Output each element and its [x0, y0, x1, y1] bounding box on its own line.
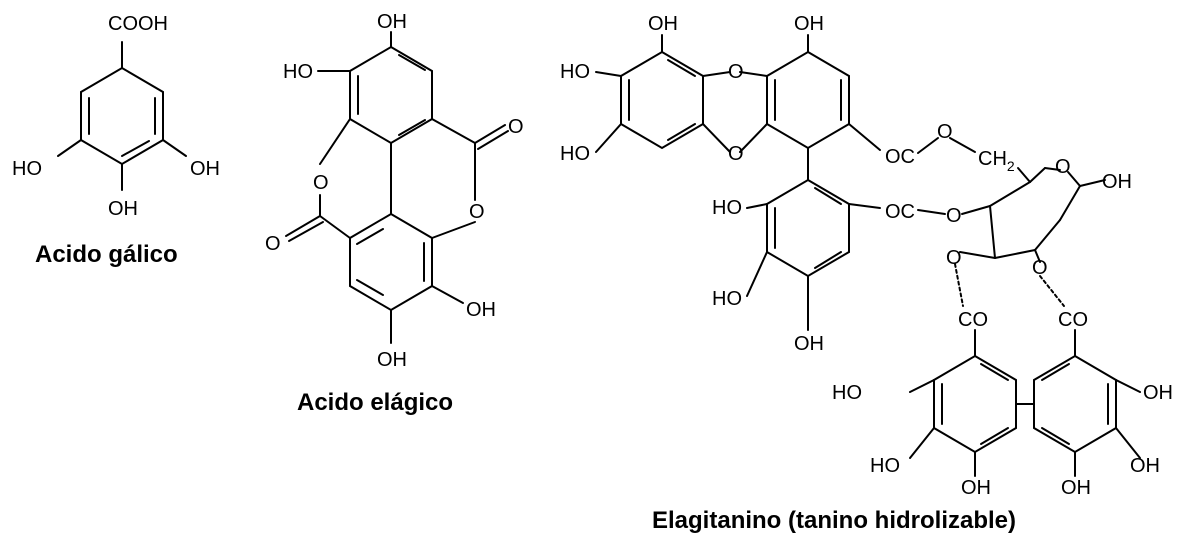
et-o-bridge-bottom-label: O	[728, 143, 744, 165]
et-ch2-label: CH2	[978, 148, 1015, 174]
et-oh-hhdp-right-label: OH	[1143, 382, 1173, 404]
et-ho-hhdp-bottom-left-label: HO	[870, 455, 900, 477]
gallic-oh-right-label: OH	[190, 158, 220, 180]
et-ch2-subscript: 2	[1007, 158, 1015, 174]
et-co-left-label: CO	[958, 309, 988, 331]
et-o-chain-label: O	[937, 121, 953, 143]
et-o-ring-label: O	[1055, 156, 1071, 178]
gallic-acid-structure: COOH HO OH OH Acido gálico	[12, 13, 220, 268]
et-oh-mid-bottom-label: OH	[794, 333, 824, 355]
et-o-sugar-left-label: O	[946, 247, 962, 269]
ellagic-ho-left-label: HO	[283, 61, 313, 83]
et-ho-left-1-label: HO	[560, 61, 590, 83]
et-co-right-label: CO	[1058, 309, 1088, 331]
ellagitannin-bonds	[595, 34, 1141, 477]
ellagic-acid-structure: OH HO O O O O OH OH Acido elágico	[265, 11, 524, 416]
ellagic-o-carbonyl-right-label: O	[508, 116, 524, 138]
ellagic-o-ring-right-label: O	[469, 201, 485, 223]
et-oh-hhdp-bottom-1-label: OH	[961, 477, 991, 499]
et-oh-hhdp-bottom-2-label: OH	[1061, 477, 1091, 499]
gallic-ho-left-label: HO	[12, 158, 42, 180]
ellagic-o-ring-left-label: O	[313, 172, 329, 194]
ellagic-acid-caption: Acido elágico	[297, 389, 453, 416]
gallic-acid-caption: Acido gálico	[35, 241, 178, 268]
et-o-sugar-mid-label: O	[946, 205, 962, 227]
gallic-acid-bonds	[57, 41, 187, 191]
et-ho-mid-2-label: HO	[712, 288, 742, 310]
et-ch2-main: CH	[978, 148, 1007, 170]
ellagic-oh-top-label: OH	[377, 11, 407, 33]
et-oh-top-right-label: OH	[794, 13, 824, 35]
ellagic-oh-right-label: OH	[466, 299, 496, 321]
et-o-sugar-right-label: O	[1032, 257, 1048, 279]
gallic-cooh-label: COOH	[108, 13, 168, 35]
et-oc-mid-label: OC	[885, 201, 915, 223]
ellagic-acid-bonds	[285, 31, 509, 344]
ellagitannin-structure: OH OH HO HO O O OC O CH2 O OH HO OC O HO…	[560, 13, 1173, 534]
ellagitannin-caption: Elagitanino (tanino hidrolizable)	[652, 507, 1016, 534]
gallic-oh-bottom-label: OH	[108, 198, 138, 220]
et-oh-top-left-label: OH	[648, 13, 678, 35]
et-o-bridge-top-label: O	[728, 61, 744, 83]
et-oh-hhdp-bottom-right-label: OH	[1130, 455, 1160, 477]
et-ho-left-2-label: HO	[560, 143, 590, 165]
et-ho-hhdp-left-label: HO	[832, 382, 862, 404]
ellagic-o-carbonyl-left-label: O	[265, 233, 281, 255]
ellagic-oh-bottom-label: OH	[377, 349, 407, 371]
et-oc-upper-label: OC	[885, 146, 915, 168]
et-oh-anomeric-label: OH	[1102, 171, 1132, 193]
et-ho-mid-1-label: HO	[712, 197, 742, 219]
